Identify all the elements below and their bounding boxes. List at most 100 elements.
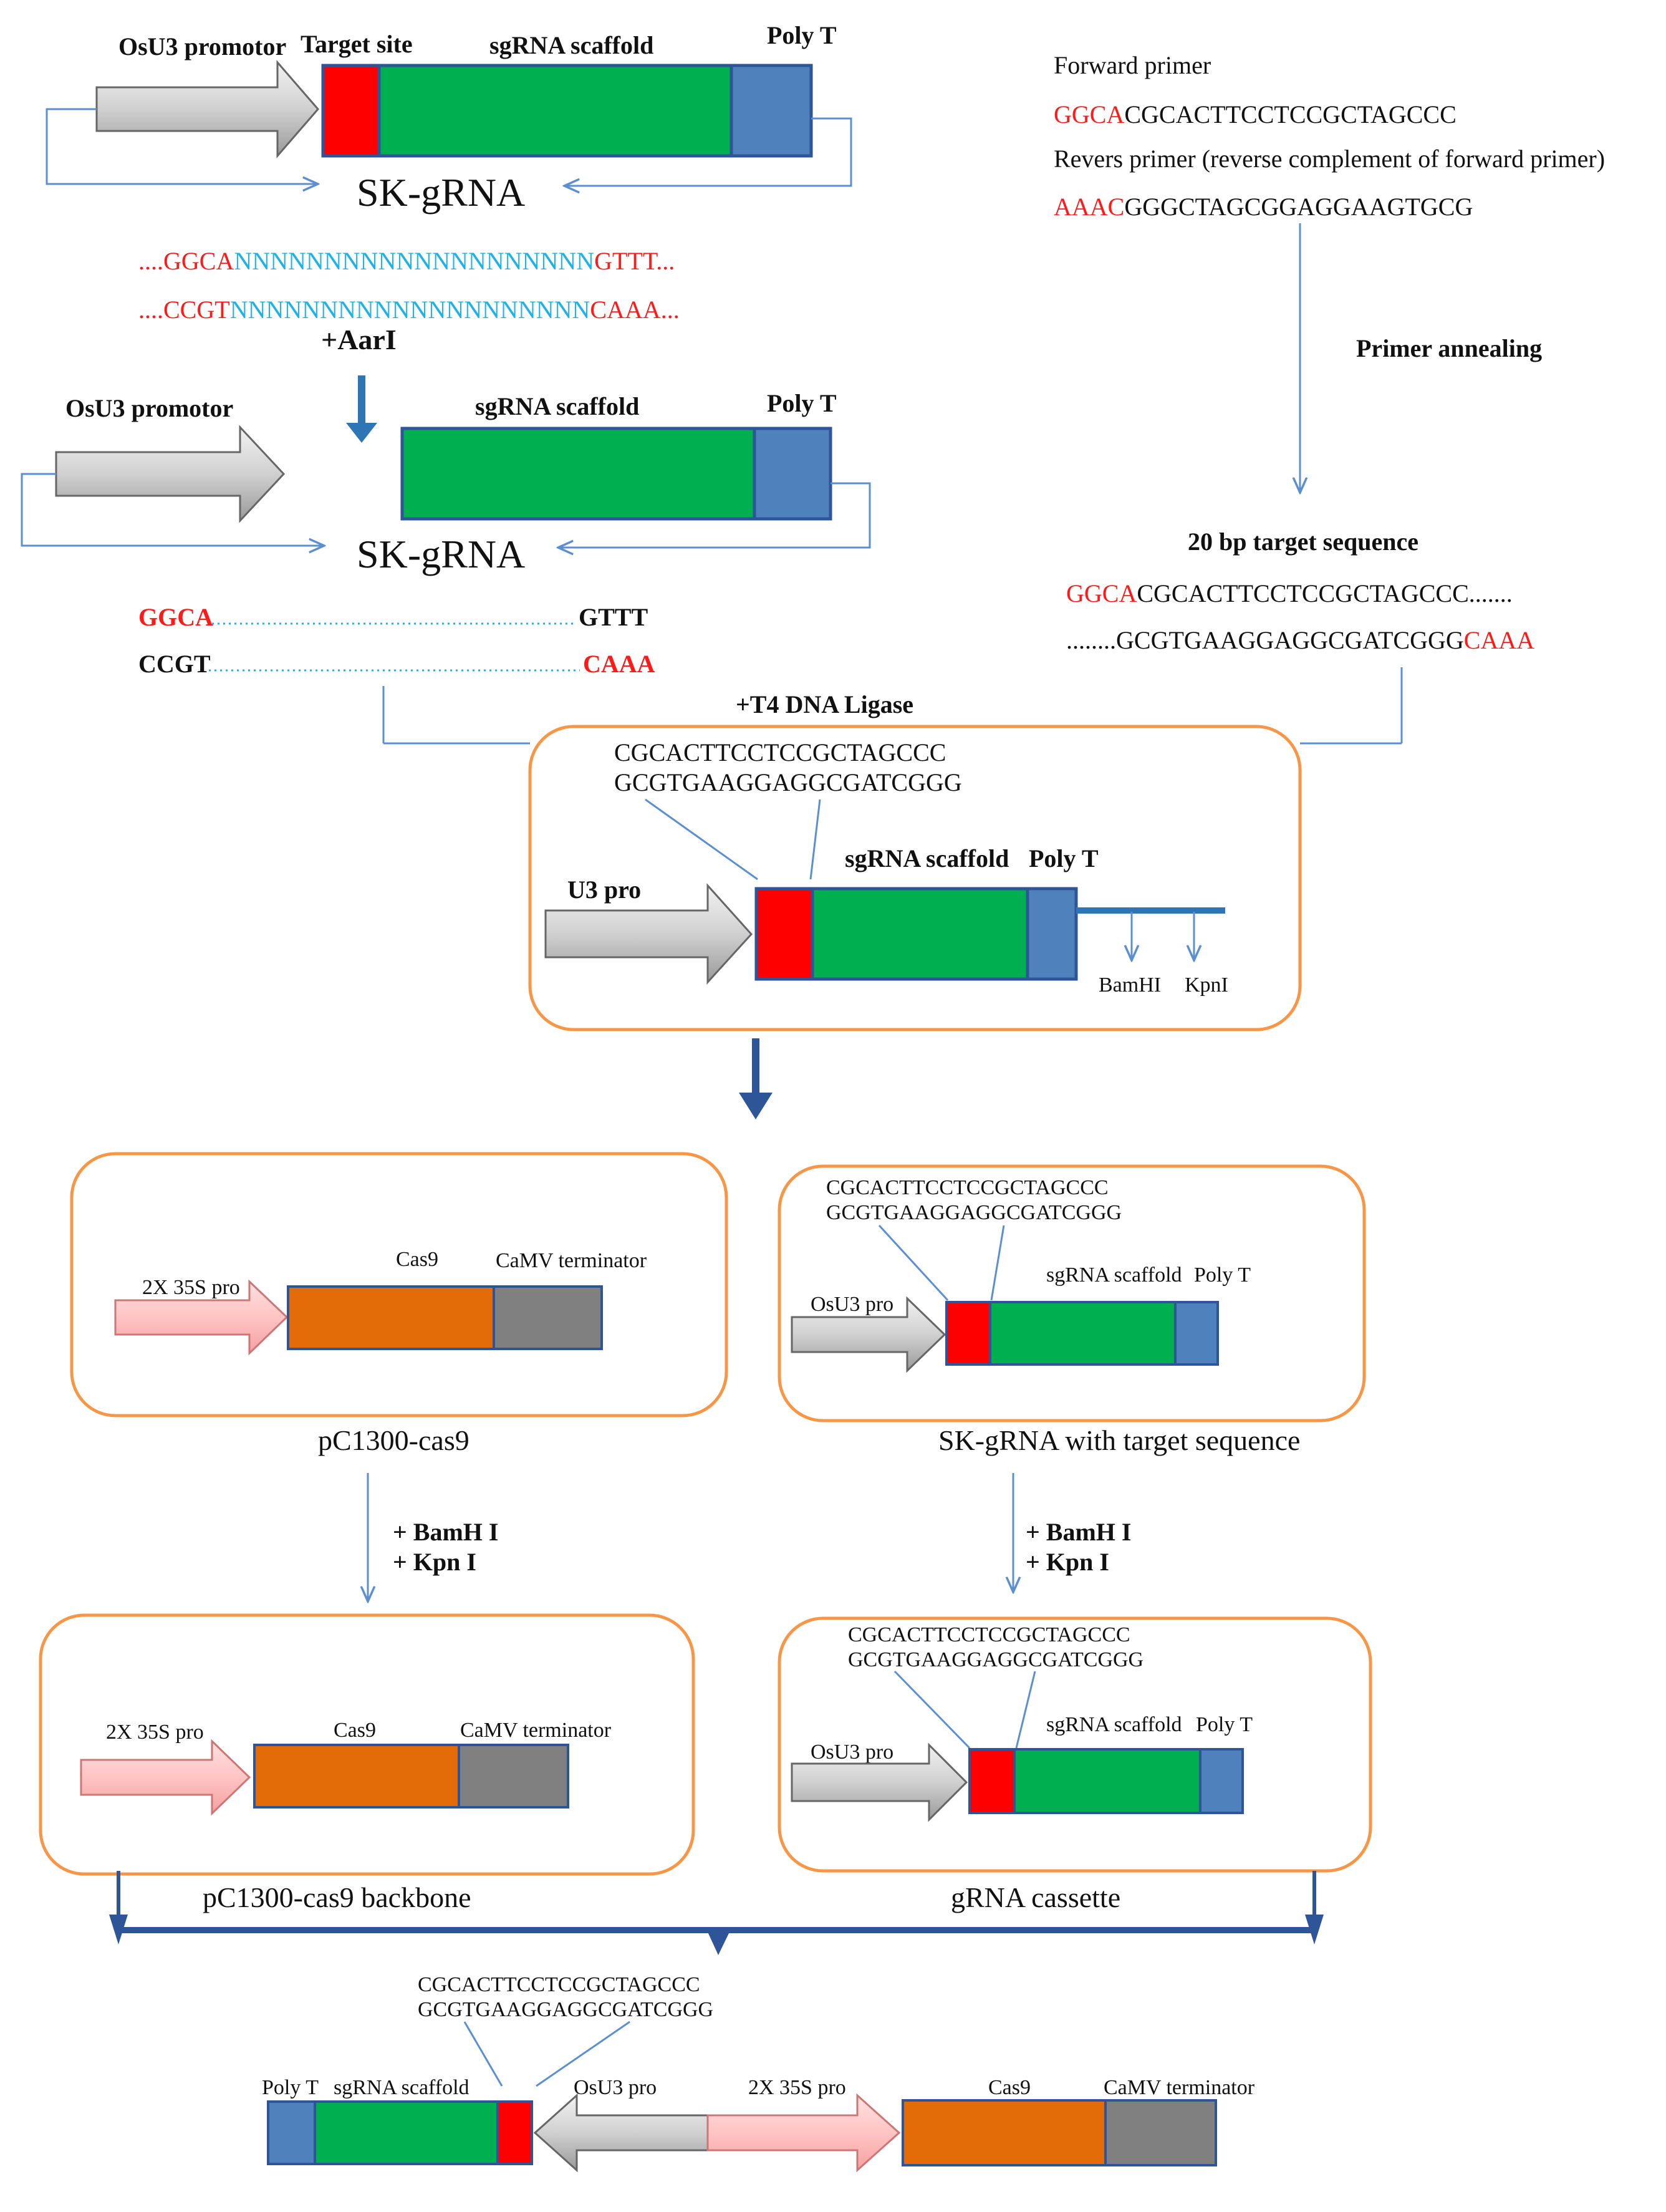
ligation-pointer-left: [645, 798, 758, 881]
row4-right-target-site: [968, 1748, 1016, 1814]
row4-right-pointer-right: [1015, 1671, 1036, 1749]
step2-promoter-arrow: [55, 425, 286, 523]
row3-right-pointer-left: [878, 1224, 949, 1302]
step2-overhang-bottom-left: CCGT: [138, 650, 211, 678]
step1-plasmid-loop-left: [46, 108, 318, 184]
step1-scaffold-label: sgRNA scaffold: [489, 31, 653, 59]
reverse-primer-title: Revers primer (reverse complement of for…: [1054, 145, 1605, 173]
merge-right-head: [1305, 1915, 1324, 1944]
final-polyt: [267, 2100, 316, 2165]
final-scaffold-label: sgRNA scaffold: [334, 2076, 469, 2099]
row3-right-pointer-right: [990, 1225, 1005, 1301]
step2-overhang-bottom-right: CAAA: [583, 650, 655, 678]
primer-panel: Forward primer GGCACGCACTTCCTCCGCTAGCCC …: [1054, 51, 1605, 654]
ligation-step: +T4 DNA Ligase CGCACTTCCTCCGCTAGCCC GCGT…: [382, 667, 1403, 1031]
row3-right-promoter-label: OsU3 pro: [811, 1293, 893, 1316]
row3-left-cas9: [287, 1285, 495, 1350]
step1-plasmid-label: SK-gRNA: [357, 170, 525, 215]
row3-right-scaffold-label: sgRNA scaffold: [1046, 1263, 1182, 1287]
step1-target-site: [321, 64, 381, 158]
row3-left-box: [70, 1152, 728, 1418]
step1-promoter-label: OsU3 promotor: [118, 32, 286, 60]
final-osu3-label: OsU3 pro: [574, 2076, 657, 2099]
final-pointer-left: [463, 2021, 503, 2087]
row4-right-seq-top: CGCACTTCCTCCGCTAGCCC: [848, 1623, 1130, 1646]
row4-left-cas9-label: Cas9: [334, 1719, 376, 1742]
row4-right-caption: gRNA cassette: [951, 1881, 1120, 1913]
bamhi-site-label: BamHI: [1099, 973, 1161, 997]
step1-target-label: Target site: [301, 30, 413, 58]
step2-plasmid-loop-right: [558, 482, 871, 548]
row4-left-caption: pC1300-cas9 backbone: [203, 1881, 471, 1913]
step2-polyt: [753, 427, 832, 521]
row4-left-backbone: 2X 35S pro Cas9 CaMV terminator pC1300-c…: [39, 1613, 695, 1913]
step1-polyt-label: Poly T: [767, 21, 837, 49]
final-construct: CGCACTTCCTCCGCTAGCCC GCGTGAAGGAGGCGATCGG…: [262, 1973, 1255, 2173]
row4-left-cas9: [253, 1744, 460, 1809]
digest-left-line1: + BamH I: [393, 1518, 498, 1546]
digest-right-line1: + BamH I: [1026, 1518, 1131, 1546]
row3-digest-arrows: + BamH I + Kpn I + BamH I + Kpn I: [368, 1473, 1131, 1601]
step1-oligo: ....GGCANNNNNNNNNNNNNNNNNNNNGTTT... ....…: [138, 247, 680, 355]
step2-promoter-label: OsU3 promotor: [65, 394, 233, 422]
step1-down-arrowhead: [346, 423, 377, 443]
row3-right-promoter-arrow: [791, 1296, 946, 1373]
ligation-scaffold: [811, 887, 1029, 981]
ligation-promoter-arrow: [544, 883, 753, 985]
final-cas9: [902, 2099, 1107, 2166]
row4-right-polyt-label: Poly T: [1196, 1713, 1253, 1736]
step2-construct: OsU3 promotor sgRNA scaffold Poly T SK-g…: [21, 389, 871, 576]
row3-left-promoter-label: 2X 35S pro: [142, 1276, 240, 1299]
final-term-label: CaMV terminator: [1104, 2076, 1255, 2099]
row3-left-promoter-arrow: [114, 1279, 289, 1356]
row3-left-plasmid: 2X 35S pro Cas9 CaMV terminator pC1300-c…: [70, 1152, 728, 1456]
step1-plasmid-loop-right: [564, 117, 852, 186]
row4-right-box: [778, 1616, 1372, 1873]
reverse-primer-seq: AAACGGGCTAGCGGAGGAAGTGCG: [1054, 193, 1473, 221]
step1-scaffold: [377, 64, 733, 158]
annealed-top: GGCACGCACTTCCTCCGCTAGCCC.......: [1066, 579, 1513, 607]
row4-right-seq-bottom: GCGTGAAGGAGGCGATCGGG: [848, 1648, 1144, 1671]
merge-left-head: [109, 1915, 128, 1944]
digest-left-line2: + Kpn I: [393, 1548, 476, 1576]
final-osu3-arrow: [533, 2093, 709, 2173]
final-35s-label: 2X 35S pro: [748, 2076, 846, 2099]
ligation-promoter-label: U3 pro: [567, 876, 641, 904]
row3-right-polyt-label: Poly T: [1194, 1263, 1251, 1287]
step1-construct: OsU3 promotor Target site sgRNA scaffold…: [46, 21, 852, 215]
main-down-arrowhead: [739, 1093, 773, 1119]
step2-plasmid-loop-left: [21, 473, 324, 546]
row3-right-seq-bottom: GCGTGAAGGAGGCGATCGGG: [826, 1201, 1122, 1224]
ligation-box: [528, 725, 1302, 1031]
step2-scaffold: [400, 427, 756, 521]
final-target-site: [496, 2100, 533, 2165]
final-seq-bottom: GCGTGAAGGAGGCGATCGGG: [418, 1998, 713, 2021]
ligation-pointer-right: [809, 799, 821, 880]
row3-left-term-label: CaMV terminator: [496, 1249, 647, 1272]
target-sequence-title: 20 bp target sequence: [1188, 528, 1418, 556]
row3-left-caption: pC1300-cas9: [318, 1424, 469, 1456]
row3-right-box: [778, 1164, 1366, 1422]
final-seq-top: CGCACTTCCTCCGCTAGCCC: [418, 1973, 700, 1996]
row4-right-polyt: [1199, 1748, 1244, 1814]
forward-primer-title: Forward primer: [1054, 51, 1211, 79]
ligation-polyt: [1026, 887, 1078, 981]
annealed-bottom: ........GCGTGAAGGAGGCGATCGGGCAAA: [1066, 626, 1534, 654]
ligation-seq-bottom: GCGTGAAGGAGGCGATCGGG: [614, 768, 962, 796]
final-terminator: [1104, 2099, 1217, 2166]
kpni-site-label: KpnI: [1185, 973, 1228, 997]
row4-right-scaffold-label: sgRNA scaffold: [1046, 1713, 1182, 1736]
step2-overhangs: GGCA GTTT CCGT CAAA: [138, 603, 655, 678]
row4-left-promoter-arrow: [80, 1739, 251, 1816]
row4-left-term-label: CaMV terminator: [460, 1719, 612, 1742]
row3-left-cas9-label: Cas9: [396, 1248, 438, 1271]
ligation-target-site: [754, 887, 814, 981]
step1-polyt: [729, 64, 813, 158]
row4-right-promoter-label: OsU3 pro: [811, 1741, 893, 1764]
merge-arrows: [109, 1871, 1324, 1955]
step1-enzyme: +AarI: [321, 324, 397, 355]
final-scaffold: [314, 2100, 499, 2165]
row3-right-seq-top: CGCACTTCCTCCGCTAGCCC: [826, 1176, 1109, 1199]
ligation-scaffold-label: sgRNA scaffold: [845, 844, 1009, 872]
